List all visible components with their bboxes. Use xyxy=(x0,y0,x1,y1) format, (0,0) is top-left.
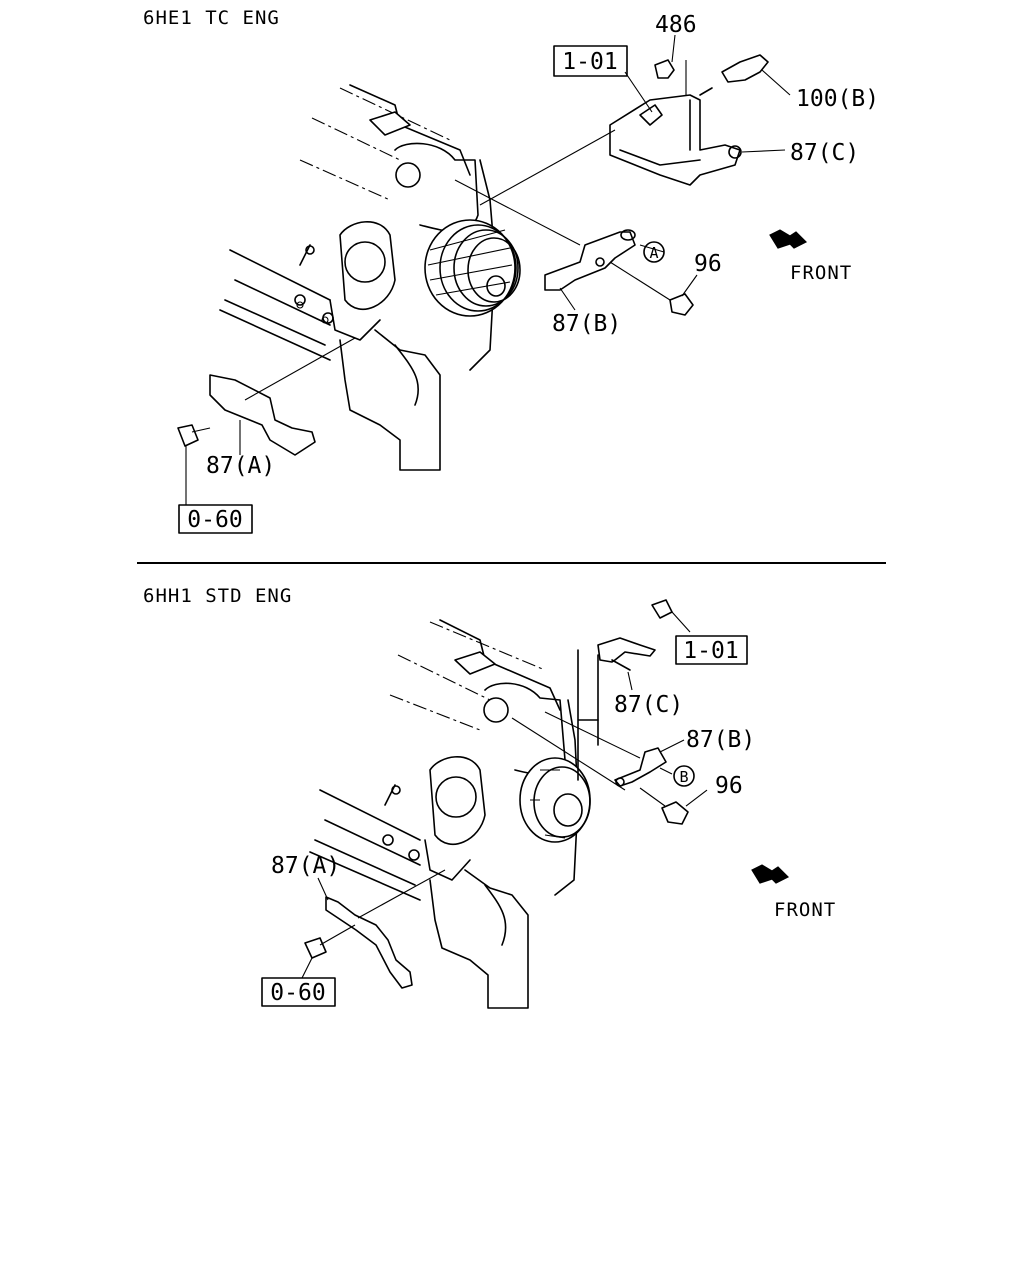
svg-text:1-01: 1-01 xyxy=(562,49,617,75)
fan-hub-bottom xyxy=(519,757,591,843)
front-arrow-icon xyxy=(769,229,808,249)
oil-cap-icon xyxy=(369,111,411,136)
part-label-96: 96 xyxy=(715,773,743,799)
bracket-87a-bottom xyxy=(304,896,413,989)
front-indicator: FRONT xyxy=(751,864,836,921)
engine-block-bottom xyxy=(309,619,579,1009)
section-title: 6HH1 STD ENG xyxy=(143,585,292,607)
front-arrow-icon xyxy=(751,864,790,884)
part-label-486: 486 xyxy=(655,12,697,38)
section-top: 6HE1 TC ENG xyxy=(143,7,879,534)
marker-label: B xyxy=(679,768,688,786)
oil-cap-icon xyxy=(454,651,496,675)
nut-486-icon xyxy=(654,59,675,79)
front-indicator: FRONT xyxy=(769,229,852,284)
section-title: 6HE1 TC ENG xyxy=(143,7,280,29)
part-label-87c: 87(C) xyxy=(614,692,683,718)
ref-box-1-01[interactable]: 1-01 xyxy=(675,635,748,665)
bracket-87c-top xyxy=(609,54,769,186)
part-label-87c: 87(C) xyxy=(790,140,859,166)
svg-text:0-60: 0-60 xyxy=(187,507,242,533)
part-label-87a: 87(A) xyxy=(206,453,275,479)
leaders-top xyxy=(185,34,791,505)
bolt-96-icon xyxy=(661,801,689,825)
part-label-87a: 87(A) xyxy=(271,853,340,879)
ref-box-1-01[interactable]: 1-01 xyxy=(553,45,628,77)
bracket-87a-top xyxy=(177,374,316,456)
marker-label: A xyxy=(649,244,658,262)
front-label: FRONT xyxy=(790,262,852,284)
section-bottom: 6HH1 STD ENG xyxy=(143,585,836,1009)
ref-box-0-60[interactable]: 0-60 xyxy=(261,977,336,1007)
bolt-0-60-icon xyxy=(304,937,327,959)
bolt-0-60-icon xyxy=(177,424,199,447)
bracket-87b-top: A xyxy=(544,229,694,316)
pulley-top xyxy=(424,219,521,317)
part-label-96: 96 xyxy=(694,251,722,277)
bolt-96-icon xyxy=(669,293,694,316)
svg-text:1-01: 1-01 xyxy=(683,638,738,664)
svg-text:0-60: 0-60 xyxy=(270,980,325,1006)
bracket-87b-bottom: B xyxy=(614,747,695,825)
part-label-100b: 100(B) xyxy=(796,86,879,112)
connector-100b-icon xyxy=(721,54,769,83)
bolt-1-01-icon xyxy=(651,599,673,619)
part-label-87b: 87(B) xyxy=(552,311,621,337)
bracket-87c-bottom xyxy=(577,599,673,781)
leaders-bottom xyxy=(301,611,708,979)
front-label: FRONT xyxy=(774,899,836,921)
ref-box-0-60[interactable]: 0-60 xyxy=(178,504,253,534)
engine-block-top xyxy=(219,84,496,471)
part-label-87b: 87(B) xyxy=(686,727,755,753)
